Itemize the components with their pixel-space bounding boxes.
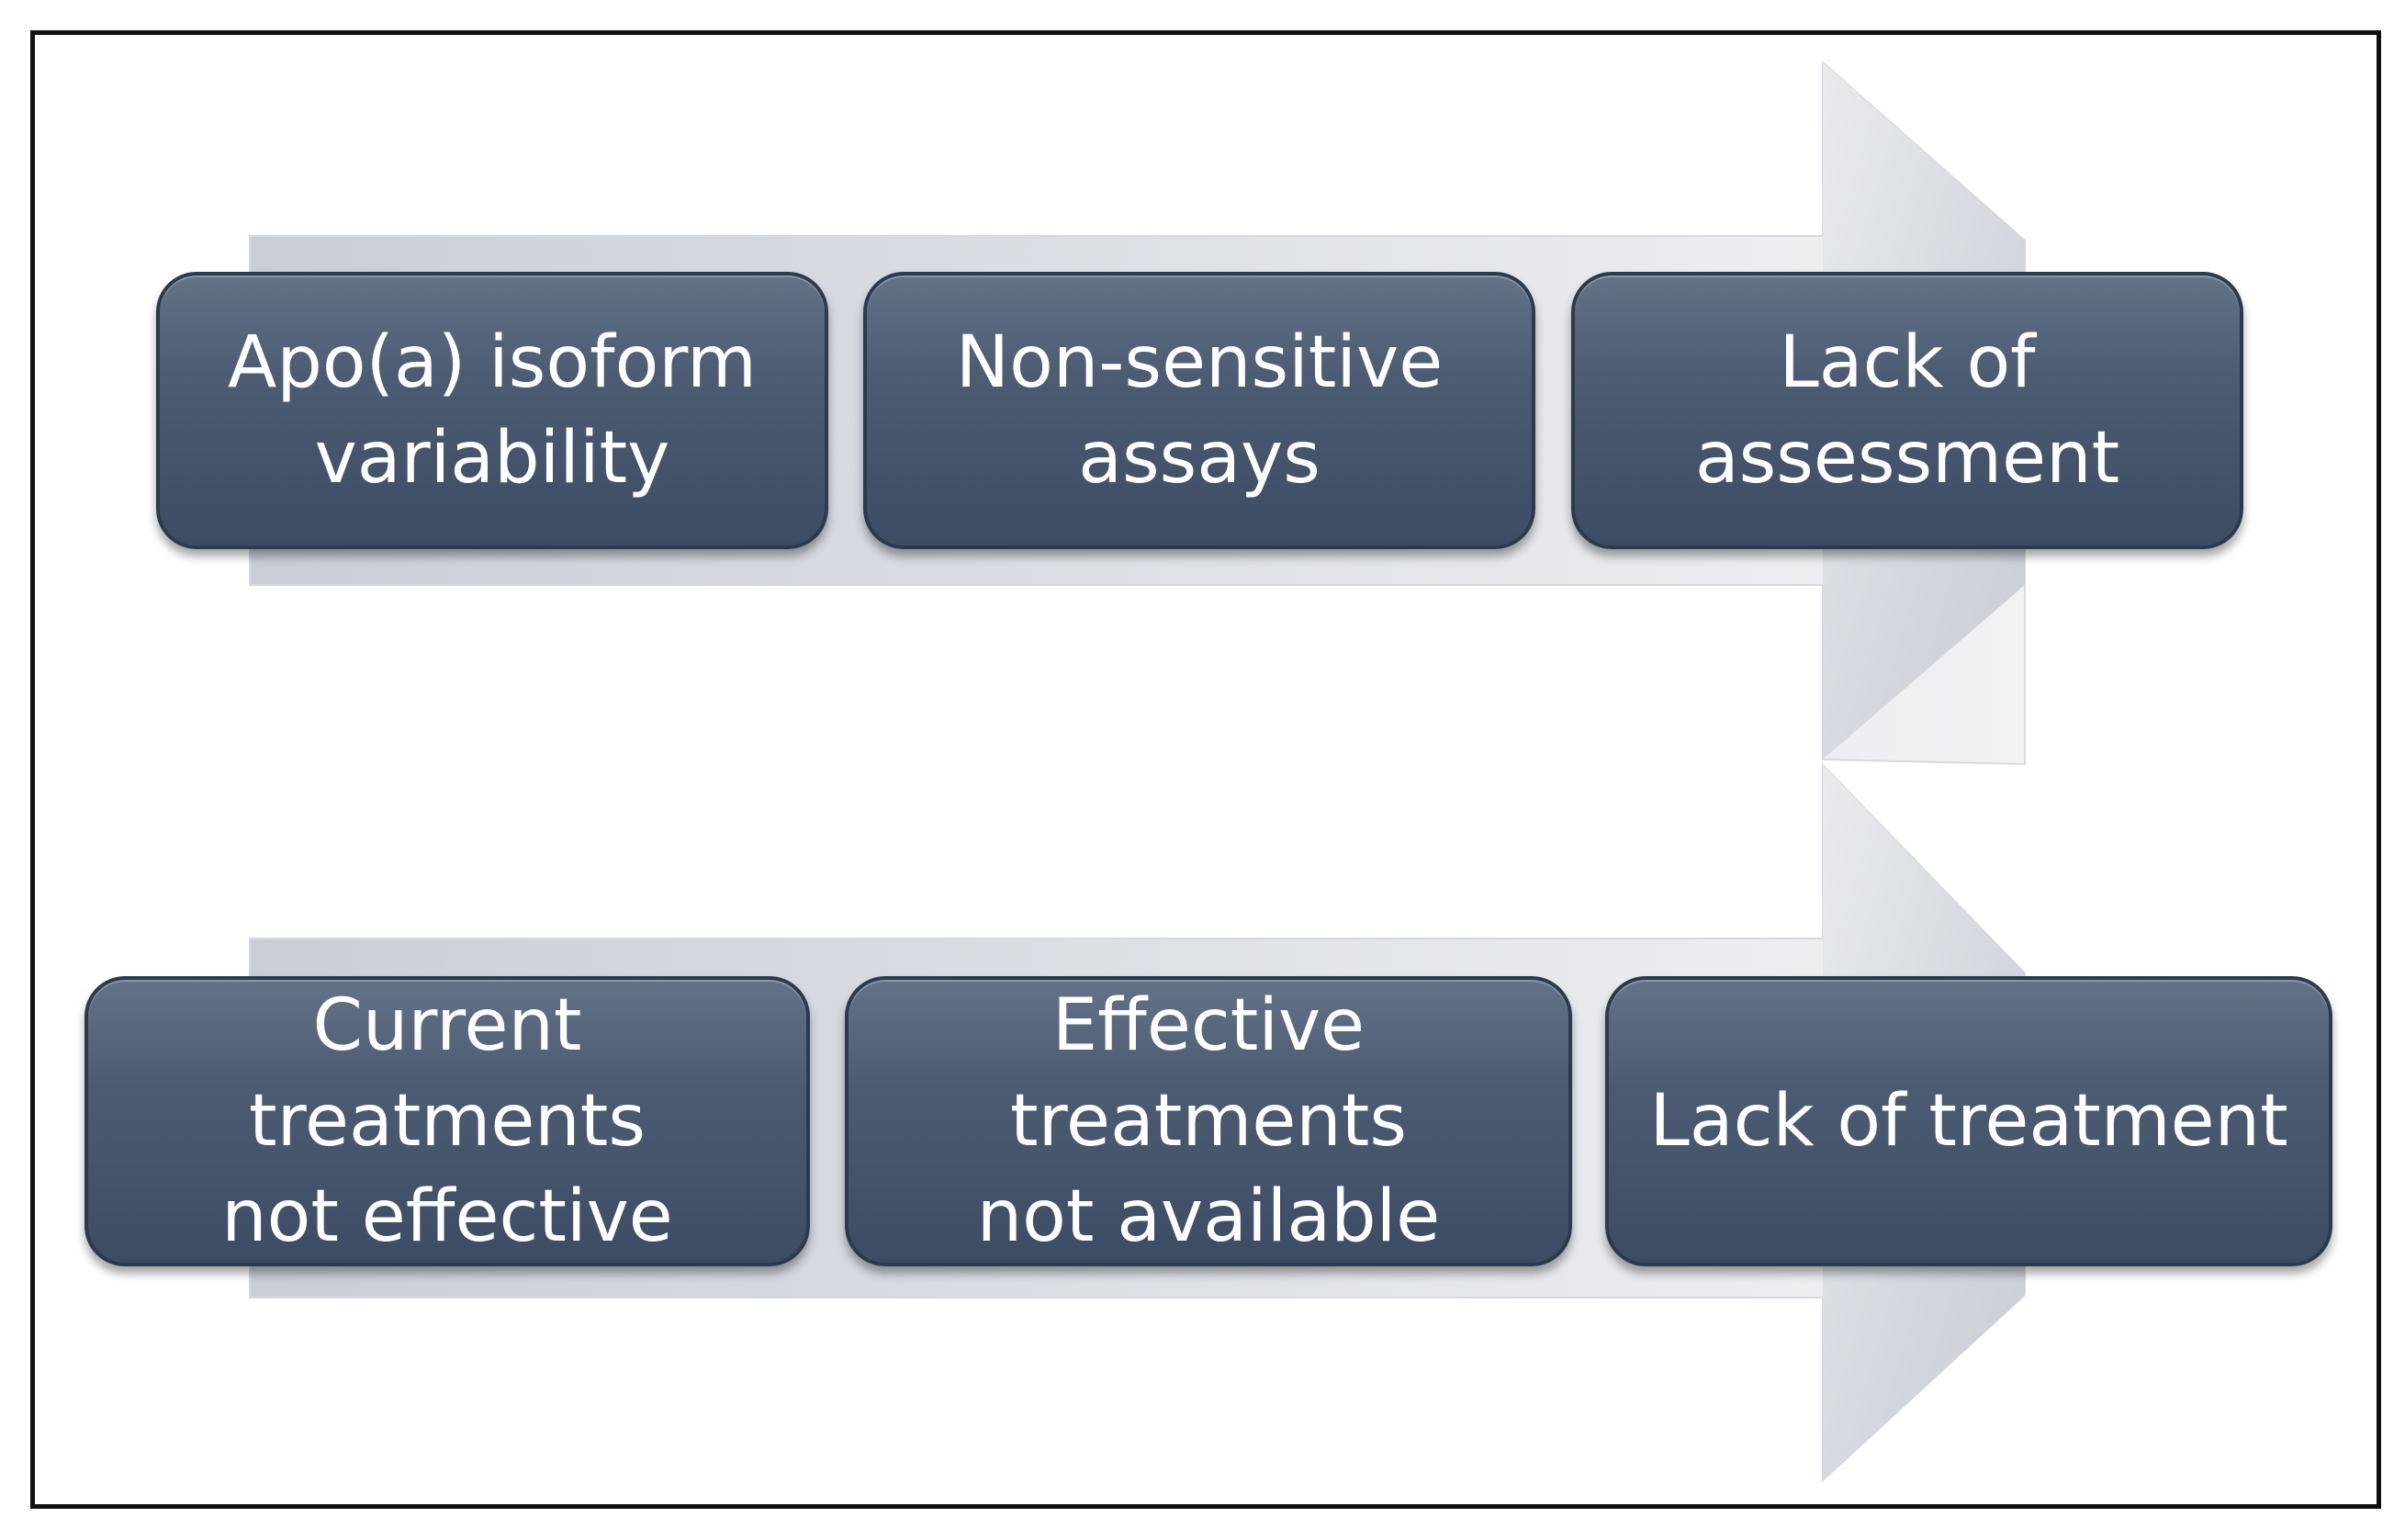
step-label: Non-sensitive assays: [955, 321, 1444, 500]
step-apo-a-isoform-variability: Apo(a) isoform variability: [156, 272, 828, 549]
step-non-sensitive-assays: Non-sensitive assays: [863, 272, 1535, 549]
step-current-treatments-not-effective: Current treatments not effective: [84, 976, 810, 1266]
step-lack-of-treatment: Lack of treatment: [1605, 976, 2332, 1266]
step-label: Current treatments not effective: [221, 984, 673, 1258]
step-label: Lack of treatment: [1649, 1080, 2288, 1163]
step-effective-treatments-not-available: Effective treatments not available: [845, 976, 1572, 1266]
step-lack-of-assessment: Lack of assessment: [1571, 272, 2243, 549]
step-label: Apo(a) isoform variability: [228, 321, 757, 500]
step-label: Effective treatments not available: [976, 984, 1441, 1258]
step-label: Lack of assessment: [1694, 321, 2120, 500]
